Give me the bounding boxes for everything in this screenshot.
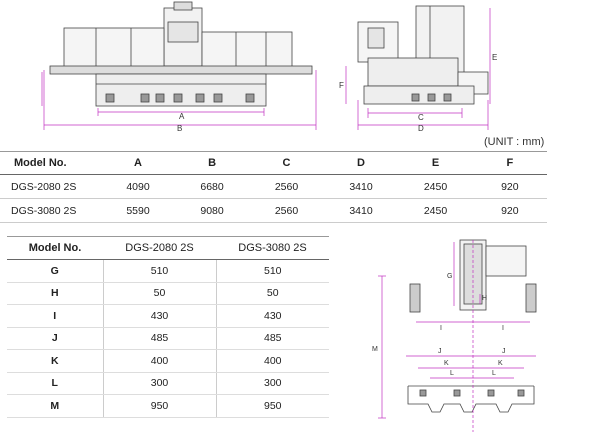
header-b: B (174, 151, 250, 175)
dimensions-table-1: Model No. A B C D E F DGS-2080 2S 4090 6… (0, 151, 547, 223)
row-label-g: G (7, 259, 103, 283)
table-header-row: Model No. DGS-2080 2S DGS-3080 2S (7, 236, 329, 260)
header-model-no: Model No. (0, 151, 102, 175)
header-model-no: Model No. (7, 236, 103, 260)
cell-v1: 300 (102, 372, 216, 395)
dim-label-m: M (372, 346, 378, 353)
cell-v2: 430 (215, 304, 329, 328)
dim-label-d: D (418, 124, 424, 133)
dim-label-a: A (179, 112, 185, 121)
cell-v2: 510 (215, 259, 329, 283)
row-label-h: H (7, 282, 103, 305)
cell-v1: 50 (102, 282, 216, 305)
cell-a: 4090 (101, 174, 175, 199)
dim-label-h: H (482, 295, 487, 302)
cell-v2: 950 (215, 394, 329, 418)
header-dgs-2080: DGS-2080 2S (103, 236, 216, 260)
cell-v2: 485 (215, 327, 329, 350)
cell-a: 5590 (101, 198, 175, 223)
cell-f: 920 (472, 174, 547, 199)
dim-label-b: B (177, 124, 182, 133)
dim-label-j-left: J (438, 348, 442, 355)
cell-c: 2560 (249, 198, 324, 223)
header-dgs-3080: DGS-3080 2S (216, 236, 329, 260)
dim-label-l-right: L (492, 370, 496, 377)
dim-label-g: G (447, 273, 452, 280)
dim-label-l-left: L (450, 370, 454, 377)
header-f: F (472, 151, 547, 175)
row-label-j: J (7, 327, 103, 350)
dim-label-k-left: K (444, 360, 449, 367)
cell-e: 2450 (398, 198, 473, 223)
cell-model: DGS-3080 2S (0, 198, 102, 223)
cell-v1: 950 (102, 394, 216, 418)
cell-v1: 400 (102, 349, 216, 373)
header-c: C (249, 151, 324, 175)
dim-label-e: E (492, 53, 497, 62)
table-header-row: Model No. A B C D E F (0, 151, 547, 175)
dim-label-i-right: I (502, 325, 504, 332)
cell-v2: 400 (215, 349, 329, 373)
side-view-drawing: C D E F (338, 0, 498, 135)
cell-b: 6680 (174, 174, 250, 199)
dim-label-j-right: J (502, 348, 506, 355)
header-a: A (101, 151, 175, 175)
dim-label-f: F (339, 81, 344, 90)
cell-f: 920 (472, 198, 547, 223)
row-label-k: K (7, 349, 103, 373)
dim-label-i-left: I (440, 325, 442, 332)
cell-model: DGS-2080 2S (0, 174, 102, 199)
table-row: DGS-2080 2S 4090 6680 2560 3410 2450 920 (0, 174, 547, 199)
unit-note: (UNIT : mm) (484, 136, 545, 148)
table-row: DGS-3080 2S 5590 9080 2560 3410 2450 920 (0, 198, 547, 223)
dim-label-c: C (418, 113, 424, 122)
cell-e: 2450 (398, 174, 473, 199)
cell-v1: 485 (102, 327, 216, 350)
row-label-m: M (7, 394, 103, 418)
cell-v2: 300 (215, 372, 329, 395)
dim-label-k-right: K (498, 360, 503, 367)
cell-v2: 50 (215, 282, 329, 305)
cell-d: 3410 (323, 174, 399, 199)
front-view-drawing: A B (36, 0, 326, 135)
header-d: D (323, 151, 399, 175)
cell-v1: 510 (102, 259, 216, 283)
row-label-l: L (7, 372, 103, 395)
cell-d: 3410 (323, 198, 399, 223)
cell-c: 2560 (249, 174, 324, 199)
table-layout-drawing: G H I I J J K K L L M (368, 236, 552, 436)
cell-v1: 430 (102, 304, 216, 328)
row-label-i: I (7, 304, 103, 328)
header-e: E (398, 151, 473, 175)
cell-b: 9080 (174, 198, 250, 223)
